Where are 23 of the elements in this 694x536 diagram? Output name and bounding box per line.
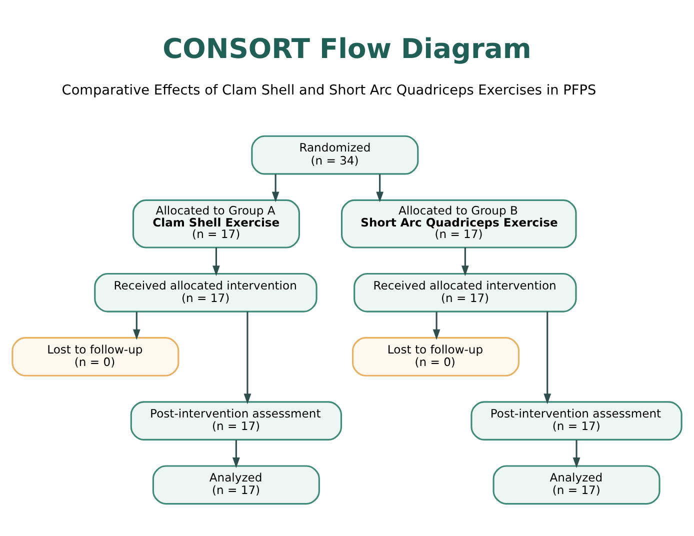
arrow <box>232 440 240 468</box>
arrow <box>544 311 552 404</box>
diagram-title: CONSORT Flow Diagram <box>162 34 532 65</box>
arrow <box>376 174 384 202</box>
label: Comparative Effects of Clam Shell and Short Arc Quadriceps Exercises in PFPS <box>62 82 596 98</box>
node-box: Lost to follow-up (n = 0) <box>12 336 180 376</box>
node-box: Allocated to Group A Clam Shell Exercise (n = 17) <box>132 198 300 248</box>
arrow <box>432 311 440 340</box>
arrow <box>244 311 252 404</box>
node-box: Post-intervention assessment (n = 17) <box>130 400 342 440</box>
node-box: Randomized (n = 34) <box>251 134 419 174</box>
node-box: Analyzed (n = 17) <box>492 464 660 504</box>
arrow <box>132 311 140 340</box>
arrow <box>572 440 580 468</box>
node-box: Received allocated intervention (n = 17) <box>354 272 577 312</box>
arrow <box>212 247 220 276</box>
node-box: Allocated to Group B Short Arc Quadriceps Exercise (n = 17) <box>340 198 577 248</box>
arrow <box>461 247 469 276</box>
node-box: Received allocated intervention (n = 17) <box>94 272 318 312</box>
node-box: Post-intervention assessment (n = 17) <box>470 400 682 440</box>
arrow <box>272 174 280 202</box>
node-box: Analyzed (n = 17) <box>152 464 320 504</box>
node-box: Lost to follow-up (n = 0) <box>352 336 520 376</box>
